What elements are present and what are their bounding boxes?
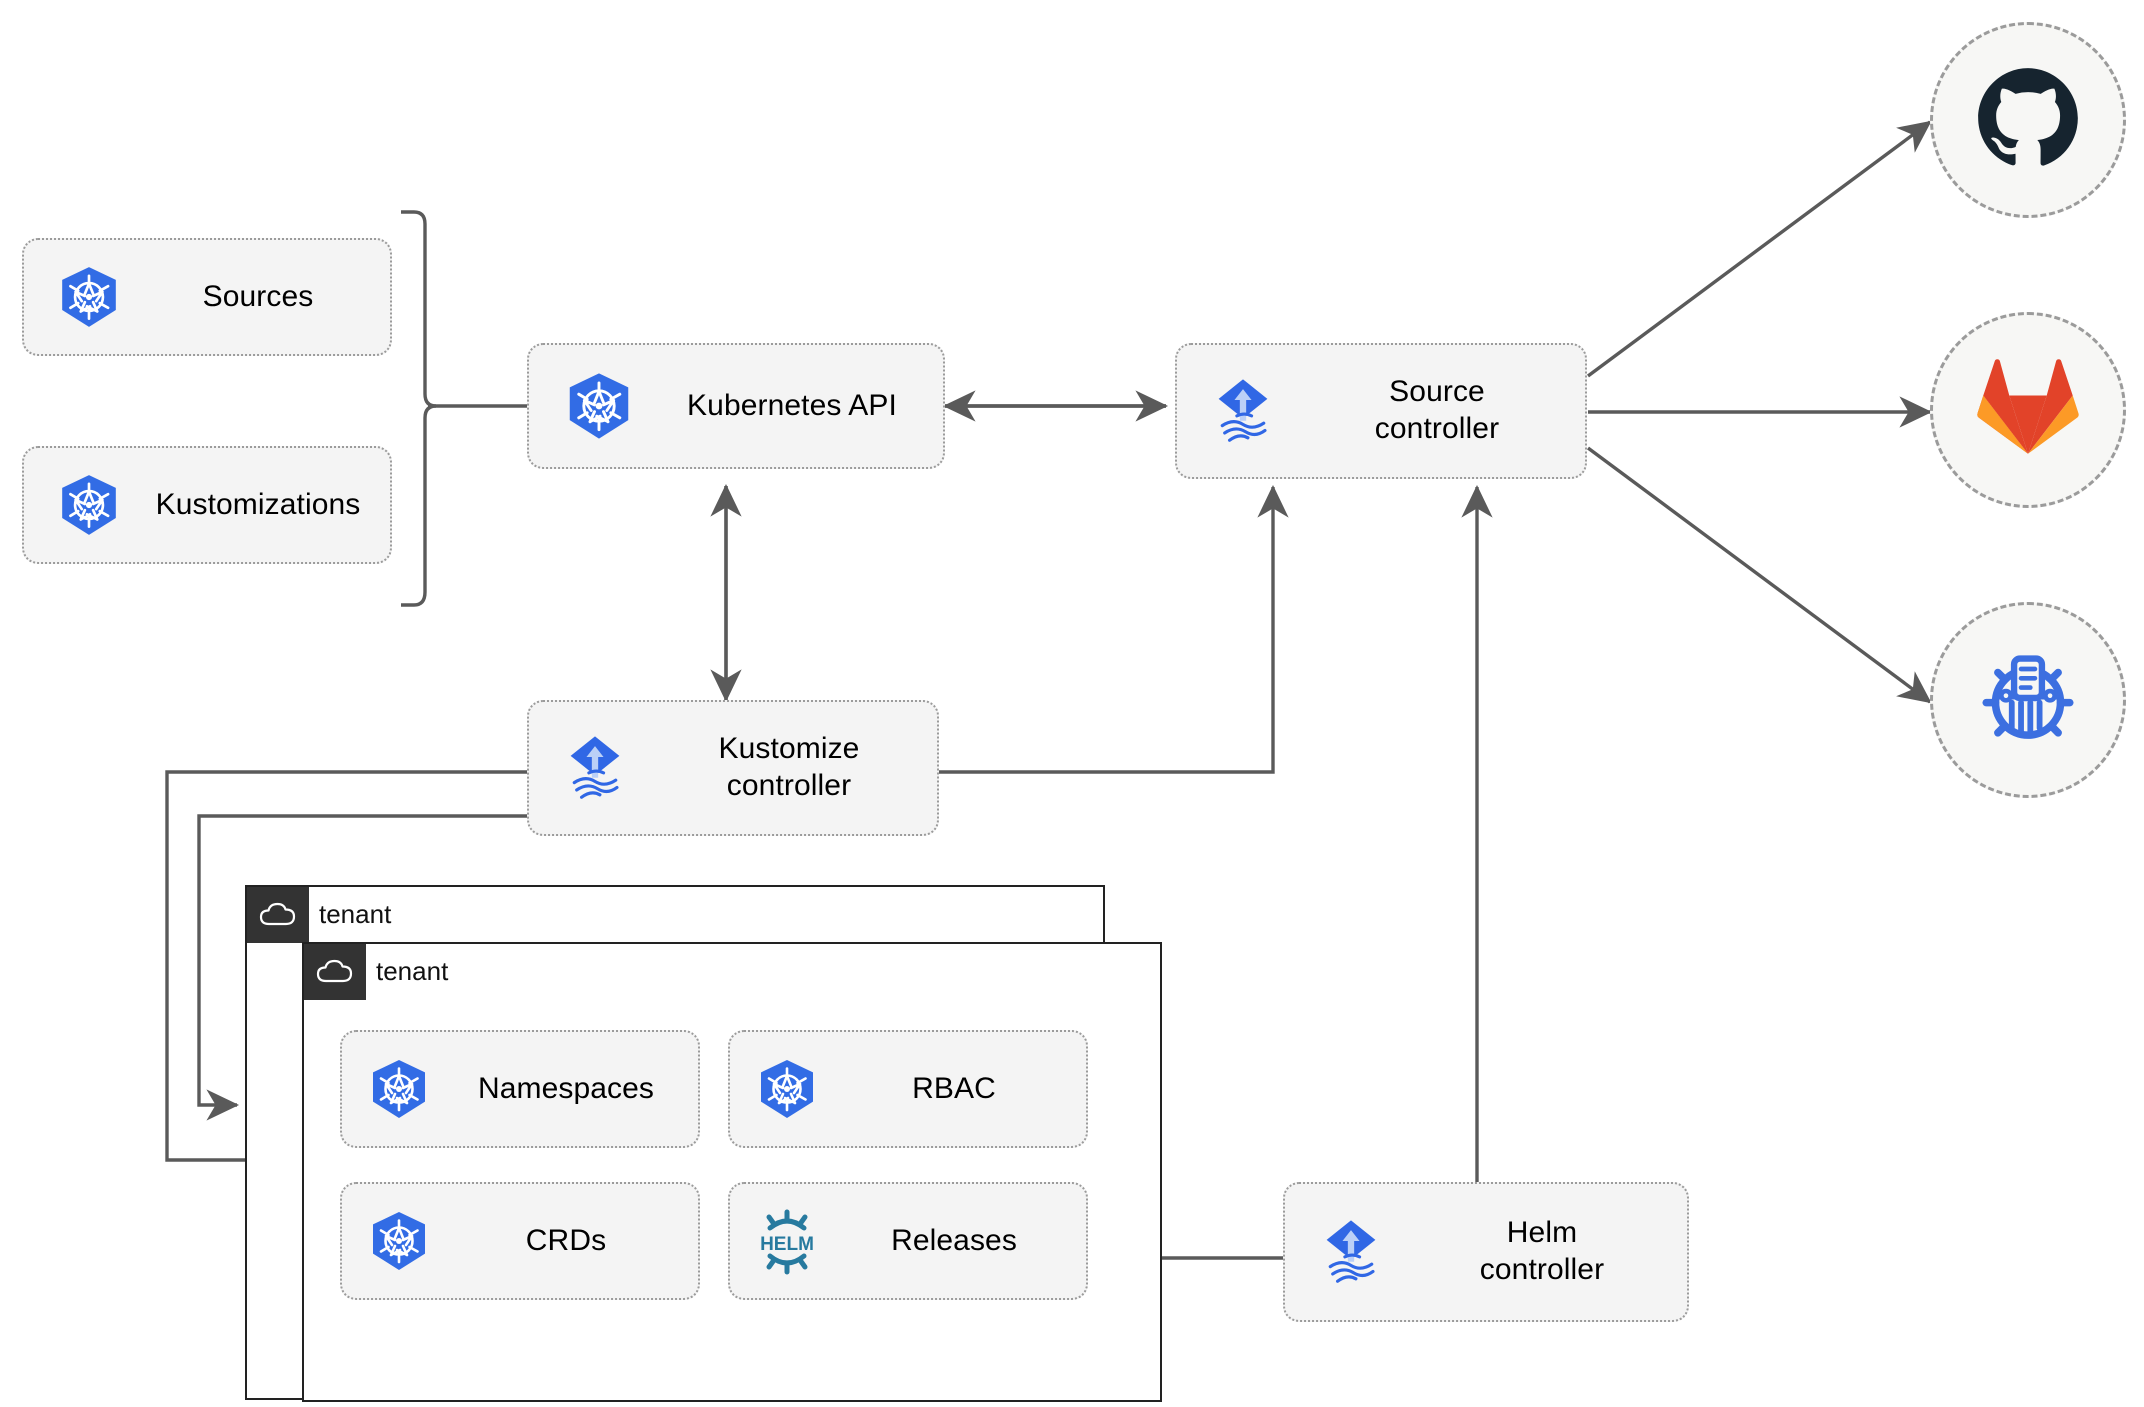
github-icon	[1976, 66, 2080, 175]
node-label: CRDs	[525, 1223, 607, 1257]
node-label: Releases	[891, 1223, 1017, 1257]
node-label: Sources	[202, 279, 314, 313]
node-namespaces[interactable]: Namespaces	[340, 1030, 700, 1148]
node-kubernetes-api[interactable]: Kubernetes API	[527, 343, 945, 469]
flux-icon	[543, 729, 647, 807]
flux-icon	[1299, 1213, 1403, 1291]
provider-github[interactable]	[1930, 22, 2126, 218]
tenant-name: tenant	[319, 899, 392, 929]
kubernetes-icon	[746, 1057, 828, 1121]
node-kustomizations[interactable]: Kustomizations	[22, 446, 392, 564]
node-sources[interactable]: Sources	[22, 238, 392, 356]
helm-repository-icon	[1970, 640, 2086, 761]
node-releases[interactable]: HELM Releases	[728, 1182, 1088, 1300]
node-label: Kustomize controller	[718, 732, 860, 802]
node-label: Kubernetes API	[687, 388, 897, 422]
provider-gitlab[interactable]	[1930, 312, 2126, 508]
kubernetes-icon	[358, 1057, 440, 1121]
node-label: Namespaces	[477, 1071, 655, 1105]
tenant-name: tenant	[376, 956, 449, 986]
helm-icon: HELM	[746, 1206, 828, 1276]
cloud-icon	[303, 943, 366, 1000]
node-rbac[interactable]: RBAC	[728, 1030, 1088, 1148]
tenant-container-inner[interactable]: tenant	[302, 942, 1162, 1402]
node-source-controller[interactable]: Source controller	[1175, 343, 1587, 479]
flux-icon	[1191, 372, 1295, 450]
kubernetes-icon	[551, 370, 647, 442]
node-helm-controller[interactable]: Helm controller	[1283, 1182, 1689, 1322]
node-crds[interactable]: CRDs	[340, 1182, 700, 1300]
svg-text:HELM: HELM	[760, 1234, 814, 1255]
node-label: RBAC	[912, 1071, 996, 1105]
kubernetes-icon	[46, 264, 132, 330]
kubernetes-icon	[358, 1209, 440, 1273]
node-kustomize-controller[interactable]: Kustomize controller	[527, 700, 939, 836]
node-label: Kustomizations	[155, 487, 361, 521]
kubernetes-icon	[46, 472, 132, 538]
node-label: Helm controller	[1479, 1216, 1605, 1286]
cloud-icon	[246, 886, 309, 943]
provider-helm-repository[interactable]	[1930, 602, 2126, 798]
node-label: Source controller	[1374, 375, 1500, 445]
gitlab-icon	[1976, 358, 2080, 463]
